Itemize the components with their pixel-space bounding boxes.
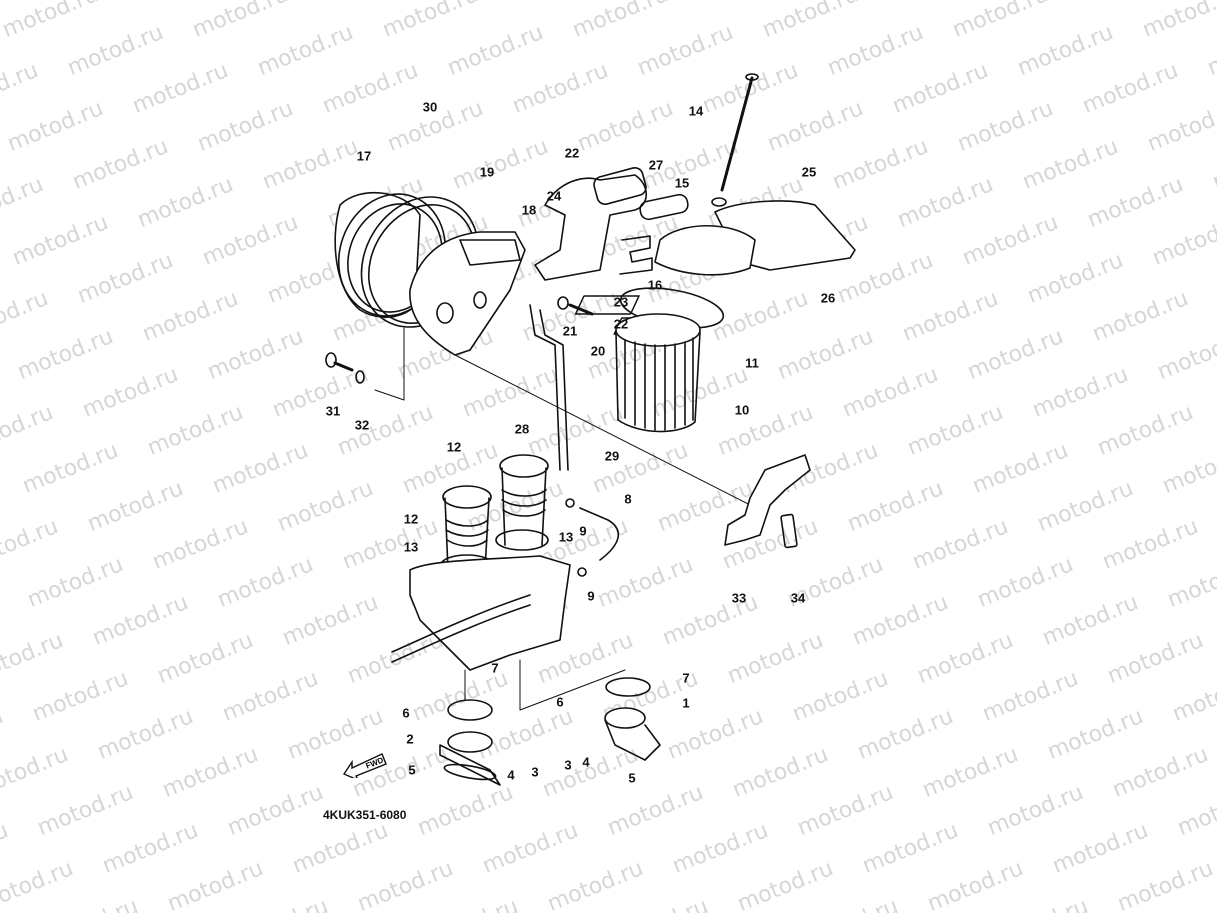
clip-9b xyxy=(577,567,587,577)
callout-9a: 9 xyxy=(579,523,587,539)
callout-31: 31 xyxy=(325,403,341,419)
long-bolt-14 xyxy=(720,76,754,192)
callout-7b: 7 xyxy=(682,670,690,686)
gasket-27 xyxy=(639,193,689,221)
callout-6a: 6 xyxy=(402,705,410,721)
clamp-7b xyxy=(605,677,651,697)
clip-23 xyxy=(619,235,653,275)
callout-25: 25 xyxy=(801,164,817,180)
air-case-18 xyxy=(409,231,526,356)
callout-9b: 9 xyxy=(587,588,595,604)
callout-5a: 5 xyxy=(408,762,416,778)
hose-8 xyxy=(579,507,620,561)
callout-6b: 6 xyxy=(556,694,564,710)
fwd-arrow-icon: FWD xyxy=(342,753,387,778)
callout-8: 8 xyxy=(624,491,632,507)
callout-23: 23 xyxy=(613,294,629,310)
washer-32 xyxy=(355,370,365,384)
clamp-13b xyxy=(495,529,549,551)
bracket-33 xyxy=(724,454,811,546)
callout-17: 17 xyxy=(356,148,372,164)
intake-duct-22 xyxy=(534,167,648,281)
callout-12a: 12 xyxy=(446,439,462,455)
callout-13b: 13 xyxy=(558,529,574,545)
callout-22a: 22 xyxy=(564,145,580,161)
clip-34 xyxy=(780,513,798,549)
callout-24: 24 xyxy=(546,188,562,204)
callout-2: 2 xyxy=(406,731,414,747)
callout-27: 27 xyxy=(648,157,664,173)
washer-21 xyxy=(557,296,569,310)
bolt-31-head xyxy=(325,352,337,368)
callout-7a: 7 xyxy=(491,660,499,676)
callout-29: 29 xyxy=(604,448,620,464)
callout-21: 21 xyxy=(562,323,578,339)
callout-22b: 22 xyxy=(613,316,629,332)
air-funnels-12 xyxy=(442,454,549,571)
intake-joint-2 xyxy=(439,731,501,786)
callout-3b: 3 xyxy=(564,757,572,773)
callout-12b: 12 xyxy=(403,511,419,527)
washer-15 xyxy=(711,197,727,207)
callout-16: 16 xyxy=(647,277,663,293)
clip-9a xyxy=(565,498,575,508)
clamp-7a xyxy=(447,699,493,721)
callout-26: 26 xyxy=(820,290,836,306)
callout-15: 15 xyxy=(674,175,690,191)
bolt-20 xyxy=(568,303,594,316)
callout-13a: 13 xyxy=(403,539,419,555)
callout-18: 18 xyxy=(521,202,537,218)
callout-4b: 4 xyxy=(582,754,590,770)
callout-32: 32 xyxy=(354,417,370,433)
callout-33: 33 xyxy=(731,590,747,606)
filter-element-10 xyxy=(615,313,701,433)
callout-4a: 4 xyxy=(507,767,515,783)
pad-26a xyxy=(574,295,640,315)
callout-28: 28 xyxy=(514,421,530,437)
carburetor-body xyxy=(409,555,571,671)
gasket-5a xyxy=(443,763,497,781)
callout-11: 11 xyxy=(745,355,759,371)
callout-30: 30 xyxy=(422,99,438,115)
callout-1: 1 xyxy=(682,695,690,711)
callout-10: 10 xyxy=(734,402,750,418)
callout-20: 20 xyxy=(590,343,606,359)
callout-3a: 3 xyxy=(531,764,539,780)
callout-14: 14 xyxy=(688,103,704,119)
callout-5b: 5 xyxy=(628,770,636,786)
callout-19: 19 xyxy=(479,164,495,180)
intake-joint-1 xyxy=(604,707,661,761)
part-catalog-code: 4KUK351-6080 xyxy=(323,808,407,822)
callout-34: 34 xyxy=(790,590,806,606)
air-filter-lid-25 xyxy=(654,200,856,276)
